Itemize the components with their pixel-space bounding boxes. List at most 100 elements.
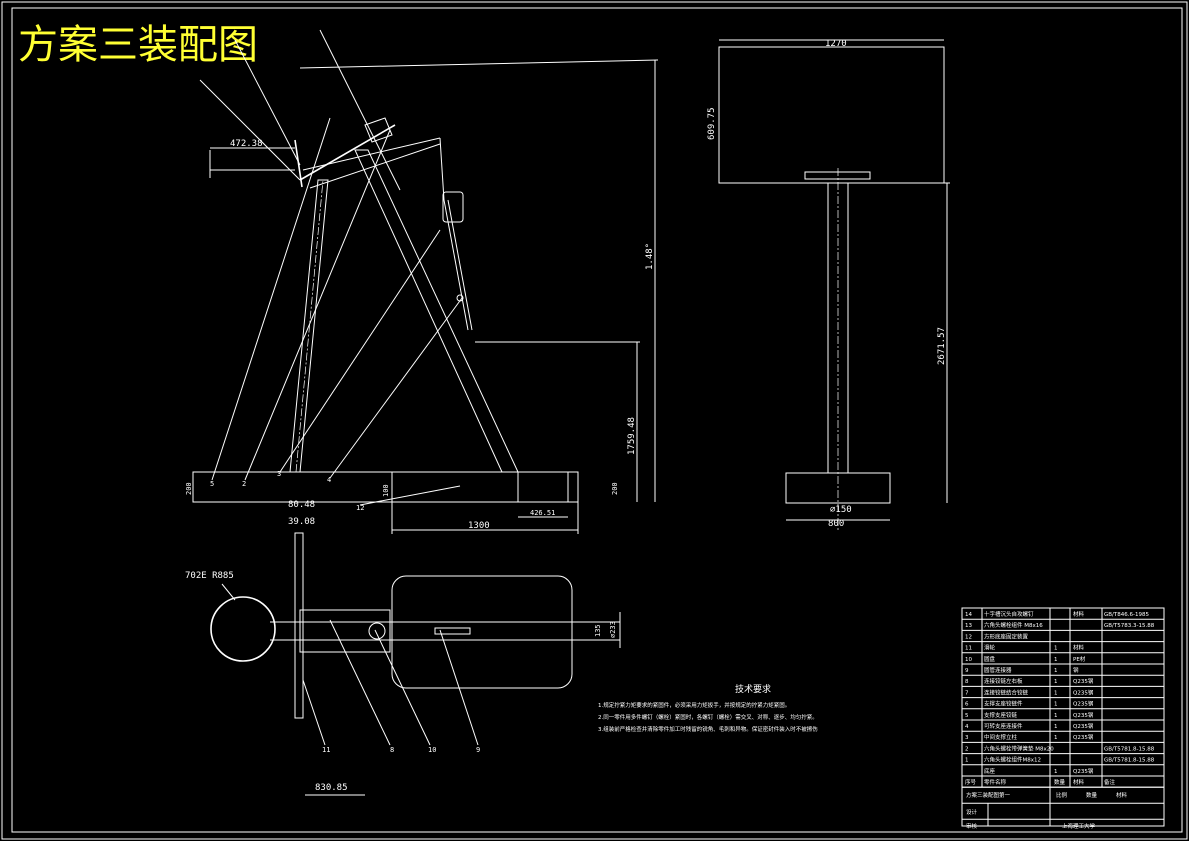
part-qty: 1 <box>1054 735 1058 741</box>
dim-height-total: 1.48° <box>645 243 655 270</box>
dim-length: 1300 <box>468 521 490 531</box>
part-no: 6 <box>965 702 969 708</box>
balloon: 11 <box>322 746 330 754</box>
front-top-box <box>718 46 945 184</box>
dim-top-length: 830.85 <box>315 783 348 793</box>
tech-notes-heading: 技术要求 <box>735 683 771 695</box>
top-view: 702E R885 135 ⌀233 11 8 10 9 830.85 <box>185 532 621 796</box>
rear-leg <box>354 149 519 473</box>
part-material: Q235钢 <box>1073 700 1094 708</box>
side-view: 5 2 3 4 12 472.38 1.48° 1759.48 200 100 … <box>185 29 659 534</box>
top-bar-vertical <box>294 532 304 719</box>
part-no: 12 <box>965 634 972 640</box>
top-seat <box>391 575 573 689</box>
scale-cell: 数量 <box>1086 791 1098 799</box>
balloon: 2 <box>242 480 246 488</box>
part-name: 圆盘 <box>984 655 996 663</box>
part-name: 中间支撑立柱 <box>984 733 1018 741</box>
part-qty: 数量 <box>1054 778 1066 786</box>
part-material: Q235钢 <box>1073 711 1094 719</box>
checker-label: 审核 <box>966 822 978 830</box>
base-beam-right <box>517 471 579 503</box>
part-no: 10 <box>965 657 972 663</box>
part-qty: 1 <box>1054 679 1058 685</box>
scale-cell: 材料 <box>1116 791 1128 799</box>
part-no: 13 <box>965 623 972 629</box>
front-view: 1270 609.75 2671.57 ⌀150 800 <box>707 39 950 530</box>
dim-top-left: 472.38 <box>230 139 263 149</box>
tech-note-line: 3.组装前严格检查并清除零件加工时残留的锐角、毛刺和异物。保证密封件装入时不被擦… <box>598 725 818 733</box>
part-qty: 1 <box>1054 713 1058 719</box>
part-no: 5 <box>965 713 969 719</box>
part-material: 钢 <box>1073 666 1079 674</box>
designer-label: 设计 <box>966 808 978 816</box>
dim-ring: 702E R885 <box>185 571 234 581</box>
dim-base-right: 200 <box>611 482 619 495</box>
part-no: 1 <box>965 758 969 764</box>
front-leg <box>289 179 329 473</box>
part-no: 3 <box>965 735 969 741</box>
inner-border <box>11 7 1183 833</box>
part-name: 可转支座连接件 <box>984 722 1023 730</box>
front-base <box>785 472 891 504</box>
drawing-name: 方案三装配图第一 <box>966 791 1011 799</box>
balloon: 10 <box>428 746 436 754</box>
part-name: 圆管连接器 <box>984 666 1012 674</box>
part-no: 9 <box>965 668 969 674</box>
part-material: Q235钢 <box>1073 688 1094 696</box>
top-ring <box>210 596 276 662</box>
tech-note-line: 1.规定拧紧力矩要求的紧固件，必须采用力矩扳手，并按规定的拧紧力矩紧固。 <box>598 701 790 709</box>
dim-height-mid: 1759.48 <box>627 417 637 455</box>
leader-5 <box>211 117 331 481</box>
part-qty: 1 <box>1054 668 1058 674</box>
dim-base-left: 200 <box>185 482 193 495</box>
part-name: 支撑支座铰链件 <box>984 700 1023 708</box>
part-qty: 1 <box>1054 657 1058 663</box>
part-name: 六角头螺栓组件M8x12 <box>984 756 1041 764</box>
part-qty: 1 <box>1054 769 1058 775</box>
part-material: Q235钢 <box>1073 733 1094 741</box>
part-qty: 1 <box>1054 724 1058 730</box>
part-material: 材料 <box>1073 778 1085 786</box>
part-name: 方形底座固定装置 <box>984 632 1029 640</box>
part-no: 序号 <box>965 778 977 786</box>
dim-width-top: 1270 <box>825 39 847 49</box>
part-name: 连接铰链左右板 <box>984 677 1023 685</box>
part-std: 备注 <box>1104 778 1116 786</box>
dim-front-height: 2671.57 <box>937 327 947 365</box>
tech-notes: 技术要求 1.规定拧紧力矩要求的紧固件，必须采用力矩扳手，并按规定的拧紧力矩紧固… <box>598 683 818 733</box>
part-std: GB/T846.6-1985 <box>1104 612 1149 618</box>
balloon: 8 <box>390 746 394 754</box>
part-name: 支撑支座铰链 <box>984 711 1018 719</box>
balloon: 5 <box>210 480 214 488</box>
part-name: 六角头螺栓组件 M8x16 <box>984 621 1043 629</box>
part-std: GB/T5783.3-15.88 <box>1104 623 1155 629</box>
part-name: 十字槽沉头自攻螺钉 <box>984 610 1034 618</box>
part-no: 8 <box>965 679 969 685</box>
part-std: GB/T5781.8-15.88 <box>1104 758 1155 764</box>
dim-right-len: 426.51 <box>530 509 555 517</box>
balloon: 12 <box>356 504 364 512</box>
scale-cell: 比例 <box>1056 791 1068 799</box>
part-material: 材料 <box>1073 610 1085 618</box>
part-qty: 1 <box>1054 690 1058 696</box>
tech-note-line: 2.同一零件用多件螺钉（螺栓）紧固时，各螺钉（螺栓）需交叉、对称、逐步、均匀拧紧… <box>598 713 818 721</box>
part-name: 滑轮 <box>984 644 996 652</box>
part-material: Q235钢 <box>1073 722 1094 730</box>
drawing-title: 方案三装配图 <box>18 22 258 68</box>
part-name: 底座 <box>984 767 996 775</box>
dim-base-mid: 100 <box>382 484 390 497</box>
part-material: PE材 <box>1073 655 1086 663</box>
part-qty: 1 <box>1054 646 1058 652</box>
part-name: 连接铰链结合铰链 <box>984 688 1029 696</box>
part-material: Q235钢 <box>1073 677 1094 685</box>
dim-dia: ⌀150 <box>830 505 852 515</box>
part-qty: 1 <box>1054 702 1058 708</box>
dim-top-dia: ⌀233 <box>609 621 617 638</box>
dim-base-w: 800 <box>828 519 844 529</box>
part-no: 4 <box>965 724 969 730</box>
part-no: 2 <box>965 746 969 752</box>
part-material: 材料 <box>1073 644 1085 652</box>
